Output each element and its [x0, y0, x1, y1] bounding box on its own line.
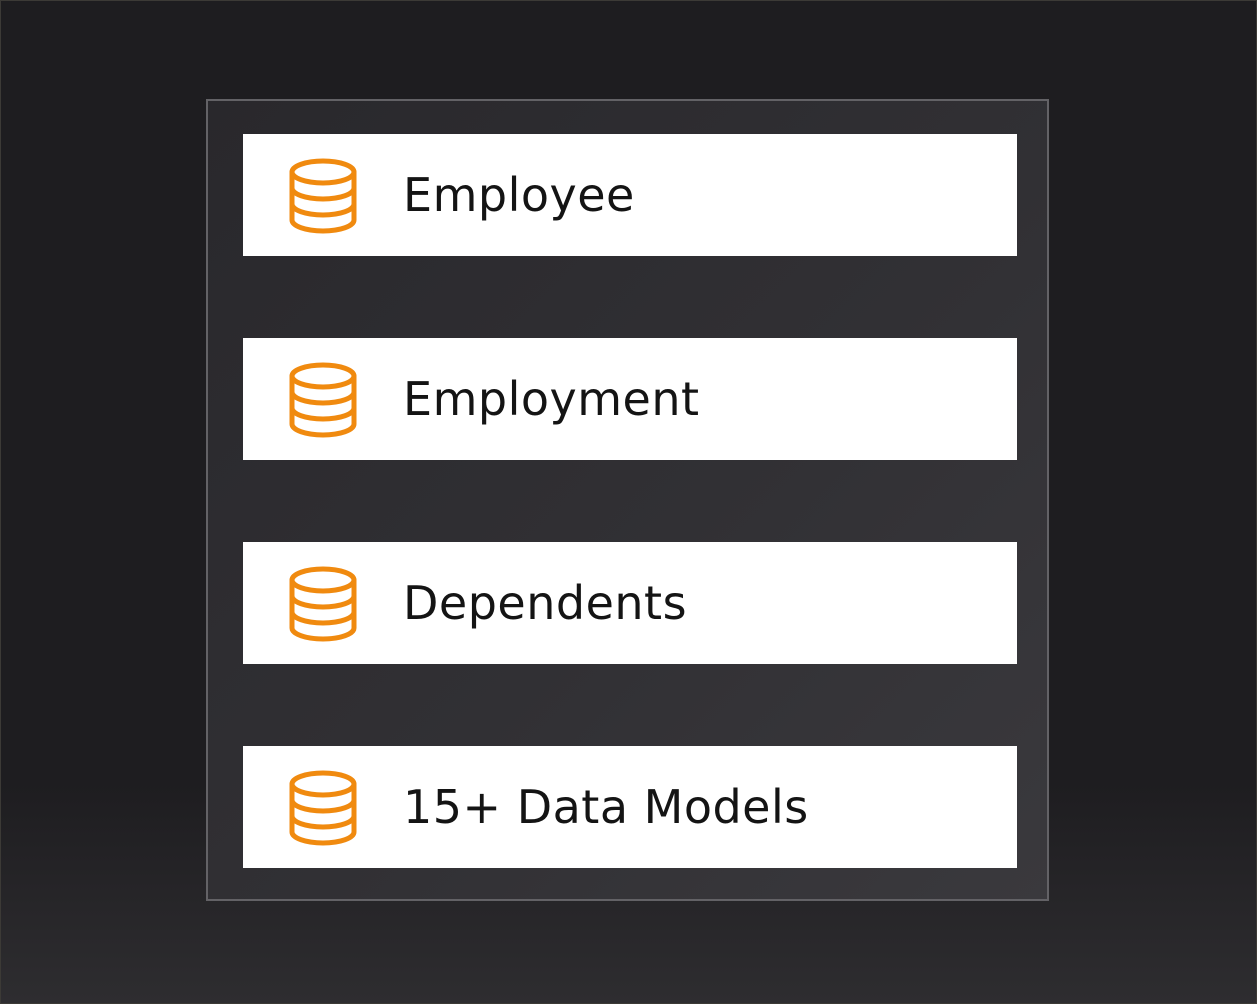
data-models-panel: Employee Employment [206, 99, 1049, 901]
database-icon [287, 362, 359, 438]
list-item-employment: Employment [243, 338, 1017, 460]
list-item-label: Employment [403, 372, 700, 426]
list-item-dependents: Dependents [243, 542, 1017, 664]
list-item-data-models: 15+ Data Models [243, 746, 1017, 868]
list-item-label: Dependents [403, 576, 688, 630]
database-icon [287, 158, 359, 234]
database-icon [287, 566, 359, 642]
list-item-label: Employee [403, 168, 635, 222]
list-item-label: 15+ Data Models [403, 780, 809, 834]
database-icon [287, 770, 359, 846]
list-item-employee: Employee [243, 134, 1017, 256]
